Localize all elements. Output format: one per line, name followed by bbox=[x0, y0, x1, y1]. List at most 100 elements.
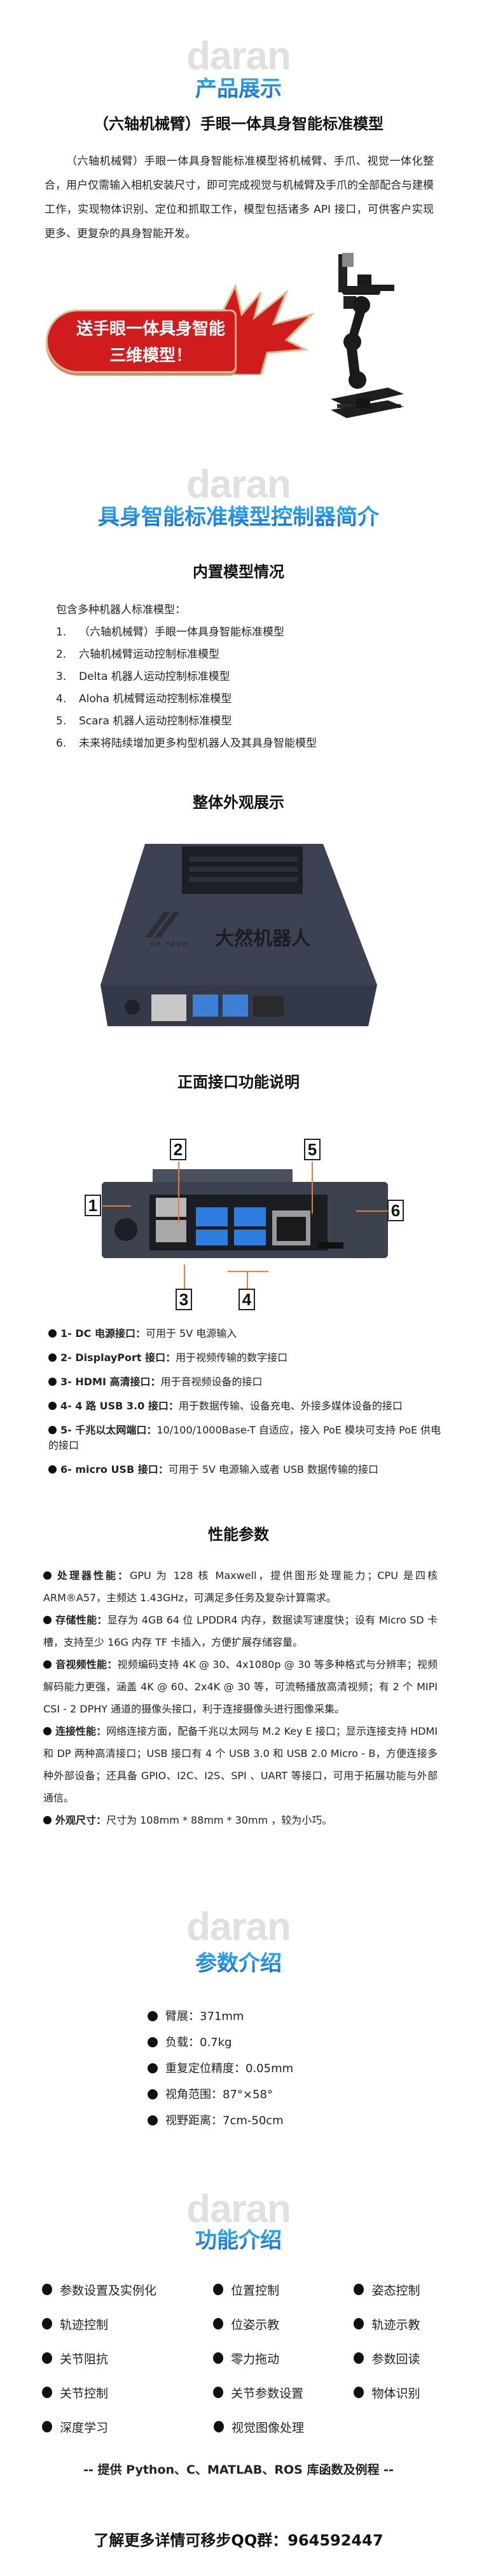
port-item: 4- 4 路 USB 3.0 接口：用于数据传输、设备充电、外接多媒体设备的接口 bbox=[48, 1399, 443, 1414]
port-leader-line bbox=[312, 1162, 313, 1214]
function-item: 零力拖动 bbox=[213, 2350, 354, 2367]
port-label-2: 2 bbox=[170, 1139, 186, 1160]
function-item: 轨迹控制 bbox=[42, 2315, 213, 2333]
port-descriptions: 1- DC 电源接口：可用于 5V 电源输入 2- DisplayPort 接口… bbox=[48, 1326, 443, 1486]
function-item: 参数设置及实例化 bbox=[42, 2281, 213, 2298]
function-row: 关节阻抗 零力拖动 参数回读 bbox=[42, 2341, 449, 2375]
bullet-icon bbox=[354, 2284, 364, 2295]
param-item: 臂展：371mm bbox=[148, 2003, 293, 2030]
bullet-icon bbox=[354, 2318, 364, 2329]
bullet-icon bbox=[42, 2284, 52, 2295]
perf-item: 外观尺寸：尺寸为 108mm * 88mm * 30mm ，较为小巧。 bbox=[43, 1809, 438, 1831]
param-item: 视野距离：7cm-50cm bbox=[148, 2108, 293, 2134]
bullet-icon bbox=[43, 1571, 52, 1580]
port-leader-line bbox=[178, 1162, 179, 1225]
bullet-icon bbox=[148, 2063, 158, 2073]
bullet-icon bbox=[148, 2089, 158, 2099]
function-item: 视觉图像处理 bbox=[214, 2418, 355, 2436]
bullet-icon bbox=[354, 2352, 364, 2364]
list-item: 4.Aloha 机械臂运动控制标准模型 bbox=[56, 693, 232, 705]
section-title-functions: 功能介绍 bbox=[0, 2228, 477, 2253]
function-item: 姿态控制 bbox=[354, 2281, 449, 2298]
appearance-title: 整体外观展示 bbox=[193, 794, 284, 811]
function-item: 关节控制 bbox=[42, 2384, 213, 2401]
bullet-icon bbox=[48, 1426, 57, 1434]
bullet-icon bbox=[48, 1378, 57, 1386]
bullet-icon bbox=[148, 2011, 158, 2021]
param-item: 重复定位精度：0.05mm bbox=[148, 2056, 293, 2082]
port-label-4: 4 bbox=[238, 1289, 255, 1310]
model-list: 包含多种机器人标准模型： 1.（六轴机械臂）手眼一体具身智能标准模型 2.六轴机… bbox=[56, 599, 317, 755]
daran-logo: daran bbox=[186, 2187, 291, 2231]
function-row: 参数设置及实例化 位置控制 姿态控制 bbox=[42, 2272, 449, 2307]
perf-item: 连接性能：网络连接方面，配备千兆以太网与 M.2 Key E 接口；显示连接支持… bbox=[43, 1725, 438, 1804]
bullet-icon bbox=[214, 2421, 224, 2432]
qq-group-contact: 了解更多详情可移步QQ群：964592447 bbox=[93, 2532, 384, 2549]
model-list-head: 包含多种机器人标准模型： bbox=[56, 604, 186, 616]
port-leader-line bbox=[102, 1205, 131, 1207]
port-label-1: 1 bbox=[85, 1195, 101, 1216]
bullet-icon bbox=[148, 2115, 158, 2125]
function-item: 物体识别 bbox=[354, 2384, 449, 2401]
bullet-icon bbox=[42, 2421, 52, 2432]
function-item: 关节参数设置 bbox=[213, 2384, 354, 2401]
bullet-icon bbox=[213, 2387, 224, 2398]
port-item: 5- 千兆以太网端口：10/100/1000Base-T 自适应，接入 PoE … bbox=[48, 1424, 441, 1451]
list-item: 5.Scara 机器人运动控制标准模型 bbox=[56, 715, 232, 728]
bullet-icon bbox=[43, 1727, 52, 1735]
promo-line-1: 送手眼一体具身智能 bbox=[76, 320, 225, 339]
function-item: 位姿示教 bbox=[213, 2315, 354, 2333]
bullet-icon bbox=[354, 2387, 364, 2398]
perf-item: 存储性能：显存为 4GB 64 位 LPDDR4 内存，数据读写速度快；设有 M… bbox=[43, 1614, 438, 1648]
port-leader-line bbox=[184, 1264, 185, 1289]
list-item: 6.未来将陆续增加更多构型机器人及其具身智能模型 bbox=[56, 737, 317, 750]
function-item: 关节阻抗 bbox=[42, 2350, 213, 2367]
param-item: 视角范围：87°×58° bbox=[148, 2082, 293, 2108]
bullet-icon bbox=[213, 2318, 224, 2329]
bullet-icon bbox=[48, 1329, 57, 1338]
bullet-icon bbox=[43, 1660, 52, 1669]
sdk-note: -- 提供 Python、C、MATLAB、ROS 库函数及例程 -- bbox=[83, 2463, 394, 2477]
device-brand: 大然机器人 bbox=[215, 928, 310, 950]
perf-item: 处理器性能：GPU 为 128 核 Maxwell，提供图形处理能力；CPU 是… bbox=[43, 1569, 438, 1604]
robot-arm-image bbox=[331, 253, 404, 418]
function-item: 轨迹示教 bbox=[354, 2315, 449, 2333]
builtin-models-title: 内置模型情况 bbox=[193, 563, 284, 581]
bullet-icon bbox=[213, 2284, 224, 2295]
product-description: （六轴机械臂）手眼一体具身智能标准模型将机械臂、手爪、视觉一体化整合，用户仅需输… bbox=[45, 155, 434, 240]
front-port-diagram: 1 2 3 4 5 6 bbox=[0, 1118, 477, 1310]
function-item: 深度学习 bbox=[42, 2418, 214, 2436]
port-label-3: 3 bbox=[176, 1289, 192, 1310]
port-item: 6- micro USB 接口：可用于 5V 电源输入或者 USB 数据传输的接… bbox=[48, 1462, 443, 1477]
port-leader-line bbox=[356, 1210, 388, 1212]
function-row: 轨迹控制 位姿示教 轨迹示教 bbox=[42, 2307, 449, 2341]
bullet-icon bbox=[43, 1816, 52, 1824]
bullet-icon bbox=[48, 1465, 57, 1474]
port-item: 1- DC 电源接口：可用于 5V 电源输入 bbox=[48, 1326, 443, 1341]
bullet-icon bbox=[148, 2037, 158, 2047]
bullet-icon bbox=[48, 1353, 57, 1362]
list-item: 3.Delta 机器人运动控制标准模型 bbox=[56, 670, 230, 683]
section-title-params: 参数介绍 bbox=[0, 1951, 477, 1976]
port-item: 2- DisplayPort 接口：用于视频传输的数字接口 bbox=[48, 1350, 443, 1366]
bullet-icon bbox=[42, 2387, 52, 2398]
front-ports-title: 正面接口功能说明 bbox=[177, 1073, 300, 1091]
function-row: 关节控制 关节参数设置 物体识别 bbox=[42, 2375, 449, 2410]
list-item: 1.（六轴机械臂）手眼一体具身智能标准模型 bbox=[56, 626, 284, 639]
function-grid: 参数设置及实例化 位置控制 姿态控制 轨迹控制 位姿示教 轨迹示教 关节阻抗 零… bbox=[42, 2272, 449, 2444]
bullet-icon bbox=[213, 2352, 224, 2364]
product-subtitle: （六轴机械臂）手眼一体具身智能标准模型 bbox=[93, 115, 384, 133]
daran-logo: daran bbox=[186, 1905, 291, 1949]
performance-title: 性能参数 bbox=[208, 1526, 269, 1543]
list-item: 2.六轴机械臂运动控制标准模型 bbox=[56, 648, 219, 661]
promo-banner bbox=[46, 309, 237, 373]
daran-logo: daran bbox=[186, 463, 291, 506]
performance-list: 处理器性能：GPU 为 128 核 Maxwell，提供图形处理能力；CPU 是… bbox=[43, 1564, 438, 1831]
bullet-icon bbox=[42, 2318, 52, 2329]
port-leader-line bbox=[247, 1271, 248, 1289]
device-overview-image: 大然机器人 DR TECH bbox=[100, 839, 380, 1029]
param-item: 负载：0.7kg bbox=[148, 2030, 293, 2056]
promo-banner-text: 送手眼一体具身智能 三维模型！ bbox=[46, 316, 256, 369]
port-label-6: 6 bbox=[387, 1200, 404, 1221]
port-label-5: 5 bbox=[304, 1139, 321, 1160]
